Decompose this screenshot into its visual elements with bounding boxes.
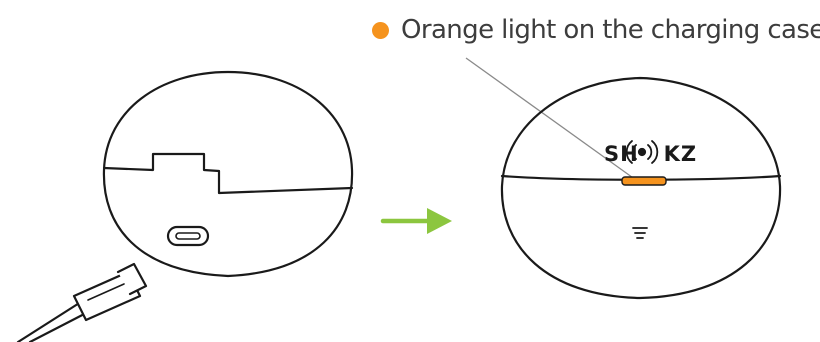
orange-dot-icon [372,22,389,39]
case-button-icon [633,228,647,238]
usb-c-port-icon [168,227,208,245]
brand-text: SH KZ [604,142,697,166]
caption-text: Orange light on the charging case [401,15,820,45]
usb-c-cable-icon [18,264,146,342]
left-case-seam [104,154,352,193]
right-arrow-icon [383,208,452,234]
right-case-body [502,78,780,298]
usb-c-port-inner [176,233,200,239]
indicator-light-icon [622,177,666,185]
right-charging-case [502,78,780,298]
caption: Orange light on the charging case [372,10,820,50]
left-case-body [104,72,352,276]
brand-logo-text: SH KZ [604,142,697,166]
left-charging-case [104,72,352,276]
